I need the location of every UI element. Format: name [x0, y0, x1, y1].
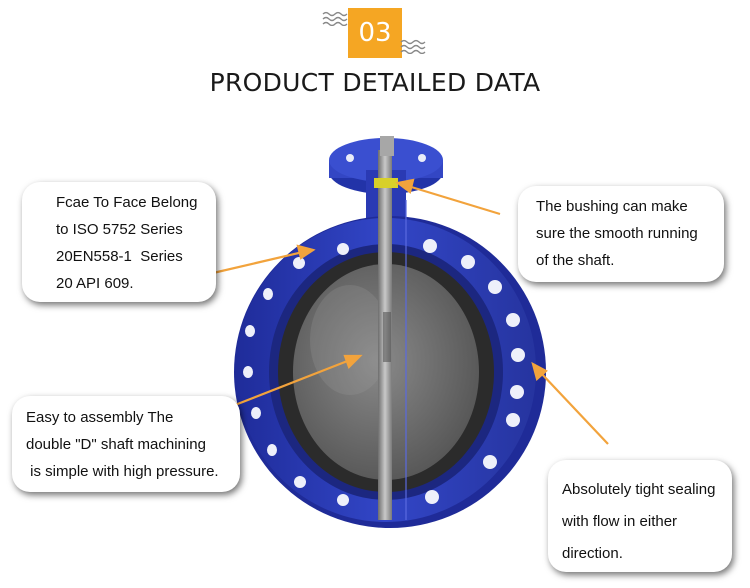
callout-line: of the shaft. [536, 252, 615, 269]
callout-line: The bushing can make [536, 198, 688, 215]
callout-line: Easy to assembly The [26, 409, 174, 426]
callout-line: is simple with high pressure. [26, 463, 219, 480]
callout-line: double "D" shaft machining [26, 436, 206, 453]
callout-line: to ISO 5752 Series [56, 221, 183, 238]
callout-line: direction. [562, 545, 623, 562]
callout-line: with flow in either [562, 513, 678, 530]
page-title: PRODUCT DETAILED DATA [209, 68, 541, 97]
callout-face-to-face: Fcae To Face Belong to ISO 5752 Series 2… [22, 182, 216, 302]
callout-sealing: Absolutely tight sealing with flow in ei… [548, 460, 732, 572]
callout-line: sure the smooth running [536, 225, 698, 242]
wave-decoration-right-icon [400, 39, 426, 54]
callout-assembly: Easy to assembly The double "D" shaft ma… [12, 396, 240, 492]
valve-shaft [378, 136, 394, 520]
flange-bolt-holes [243, 239, 525, 506]
callout-bushing: The bushing can make sure the smooth run… [518, 186, 724, 282]
callout-line: Fcae To Face Belong [56, 194, 198, 211]
bushing [374, 178, 398, 188]
callout-line: Absolutely tight sealing [562, 481, 716, 498]
callout-arrows [212, 178, 609, 445]
section-number-badge: 03 [348, 8, 402, 58]
wave-decoration-left-icon [322, 11, 348, 26]
top-mounting-flange [329, 138, 443, 194]
callout-line: 20 API 609. [56, 275, 134, 292]
callout-line: 20EN558-1 Series [56, 248, 183, 265]
